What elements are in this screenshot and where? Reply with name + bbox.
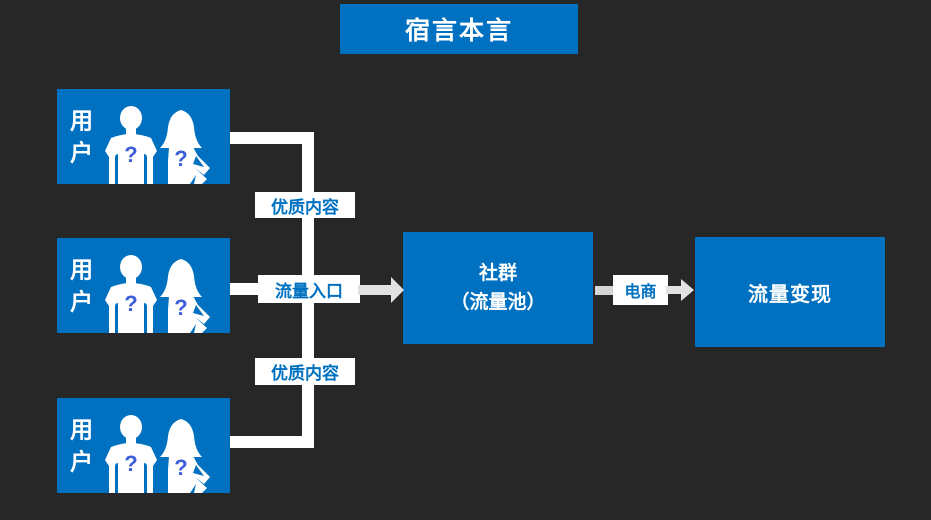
connector-bottom-horizontal [230, 436, 314, 448]
edge-label-traffic-entry: 流量入口 [258, 275, 360, 303]
user-node-2: ? ? 用 户 [57, 238, 230, 333]
people-silhouettes: ? ? [105, 255, 210, 333]
user-label: 用 户 [70, 258, 93, 313]
community-node-line1: 社群 [478, 262, 517, 284]
question-mark-icon: ? [174, 295, 187, 320]
woman-silhouette: ? [160, 110, 210, 184]
community-node: 社群 （流量池） [403, 232, 593, 344]
question-mark-icon: ? [174, 455, 187, 480]
community-node-line2: （流量池） [450, 292, 546, 313]
people-silhouettes: ? ? [105, 106, 210, 184]
arrow-to-monetization-icon [666, 279, 694, 301]
edge-label-ecommerce: 电商 [613, 275, 668, 305]
user-node-3: ? ? 用 户 [57, 398, 230, 493]
connector-middle-stub [230, 283, 260, 295]
diagram-title: 宿言本言 [340, 4, 578, 54]
connector-top-horizontal [230, 132, 314, 144]
question-mark-icon: ? [124, 451, 137, 476]
user-label-char2: 户 [70, 139, 93, 165]
woman-silhouette: ? [160, 419, 210, 493]
user-label-char2: 户 [70, 288, 93, 314]
user-label-char1: 用 [70, 256, 93, 282]
woman-silhouette: ? [160, 259, 210, 333]
edge-label-quality-content-bottom: 优质内容 [255, 358, 355, 385]
arrow-to-community-icon [358, 277, 404, 303]
people-silhouettes: ? ? [105, 415, 210, 493]
man-silhouette: ? [105, 106, 157, 184]
user-label-char1: 用 [70, 416, 93, 442]
user-label-char1: 用 [70, 107, 93, 133]
man-silhouette: ? [105, 255, 157, 333]
question-mark-icon: ? [124, 142, 137, 167]
user-node-1: ? ? 用 户 [57, 89, 230, 184]
man-silhouette: ? [105, 415, 157, 493]
question-mark-icon: ? [174, 146, 187, 171]
edge-label-quality-content-top: 优质内容 [255, 192, 355, 218]
connector-ecommerce-stub [595, 286, 613, 295]
question-mark-icon: ? [124, 291, 137, 316]
user-label-char2: 户 [70, 448, 93, 474]
user-label: 用 户 [70, 418, 93, 473]
user-label: 用 户 [70, 109, 93, 164]
monetization-node: 流量变现 [695, 237, 885, 347]
